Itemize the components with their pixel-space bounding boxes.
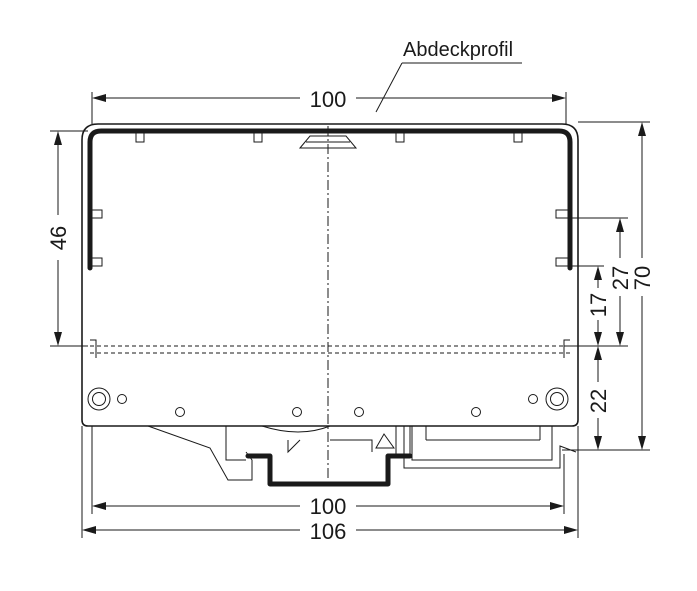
cover-label-leader: Abdeckprofil — [375, 39, 522, 113]
dimension-right-22-label: 22 — [586, 389, 611, 413]
separator-lines — [90, 339, 570, 358]
mounting-holes — [87, 387, 569, 411]
dimension-top-width: 100 — [91, 87, 567, 124]
din-rail — [245, 453, 413, 487]
screw-holes — [175, 407, 481, 417]
dimension-right-70-label: 70 — [630, 266, 655, 290]
dimension-right-17-label: 17 — [586, 293, 611, 317]
dimension-bottom-outer: 106 — [81, 426, 579, 544]
dimension-top-width-label: 100 — [310, 87, 347, 112]
dimension-bottom-inner-label: 100 — [310, 494, 347, 519]
dimension-bottom-inner: 100 — [91, 426, 565, 519]
mounting-foot — [147, 425, 577, 481]
cover-latches — [89, 130, 569, 267]
terminal-block-housing — [81, 123, 579, 427]
dimension-right-group: 17 22 27 70 — [556, 121, 655, 451]
dimension-bottom-outer-label: 106 — [310, 519, 347, 544]
dimension-right-27-label: 27 — [608, 266, 633, 290]
cover-profile-label: Abdeckprofil — [403, 39, 513, 61]
dimension-left-height-label: 46 — [46, 226, 71, 250]
cover-profile — [87, 128, 573, 271]
dimension-left-height: 46 — [46, 130, 88, 347]
